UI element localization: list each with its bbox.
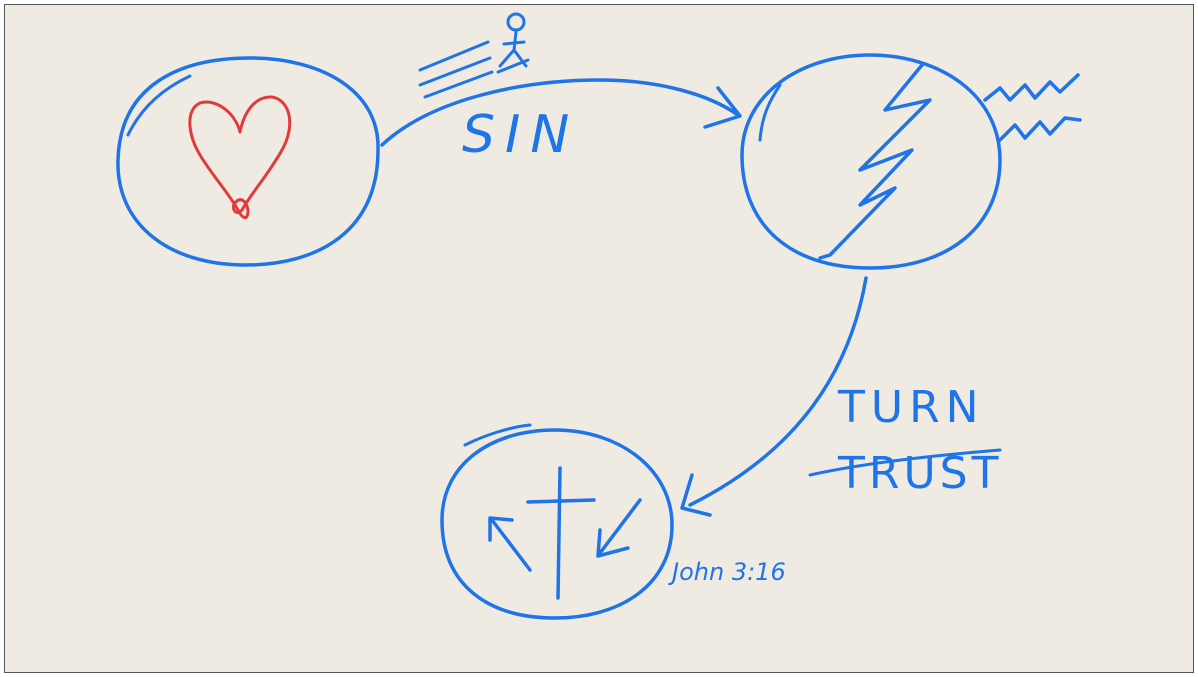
arrow-down-left-icon (596, 498, 642, 558)
cross-circle-node (440, 423, 674, 620)
heart-icon (188, 95, 292, 219)
shock-lines-icon (983, 73, 1082, 142)
arrow-up-left-icon (488, 516, 532, 572)
verse-label: John 3:16 (668, 558, 786, 586)
running-figure-icon (418, 12, 530, 99)
heart-circle-node (116, 56, 380, 267)
sin-arrow (380, 78, 742, 147)
trust-underline (808, 448, 1002, 477)
sin-label: SIN (462, 105, 579, 165)
lightning-crack-icon (818, 63, 932, 260)
trust-label: TRUST (837, 448, 1002, 499)
turn-trust-arrow (680, 276, 868, 517)
broken-circle-node (740, 53, 1082, 270)
whiteboard-canvas (4, 4, 1194, 673)
cross-icon (526, 466, 596, 600)
turn-label: TURN (837, 382, 985, 433)
